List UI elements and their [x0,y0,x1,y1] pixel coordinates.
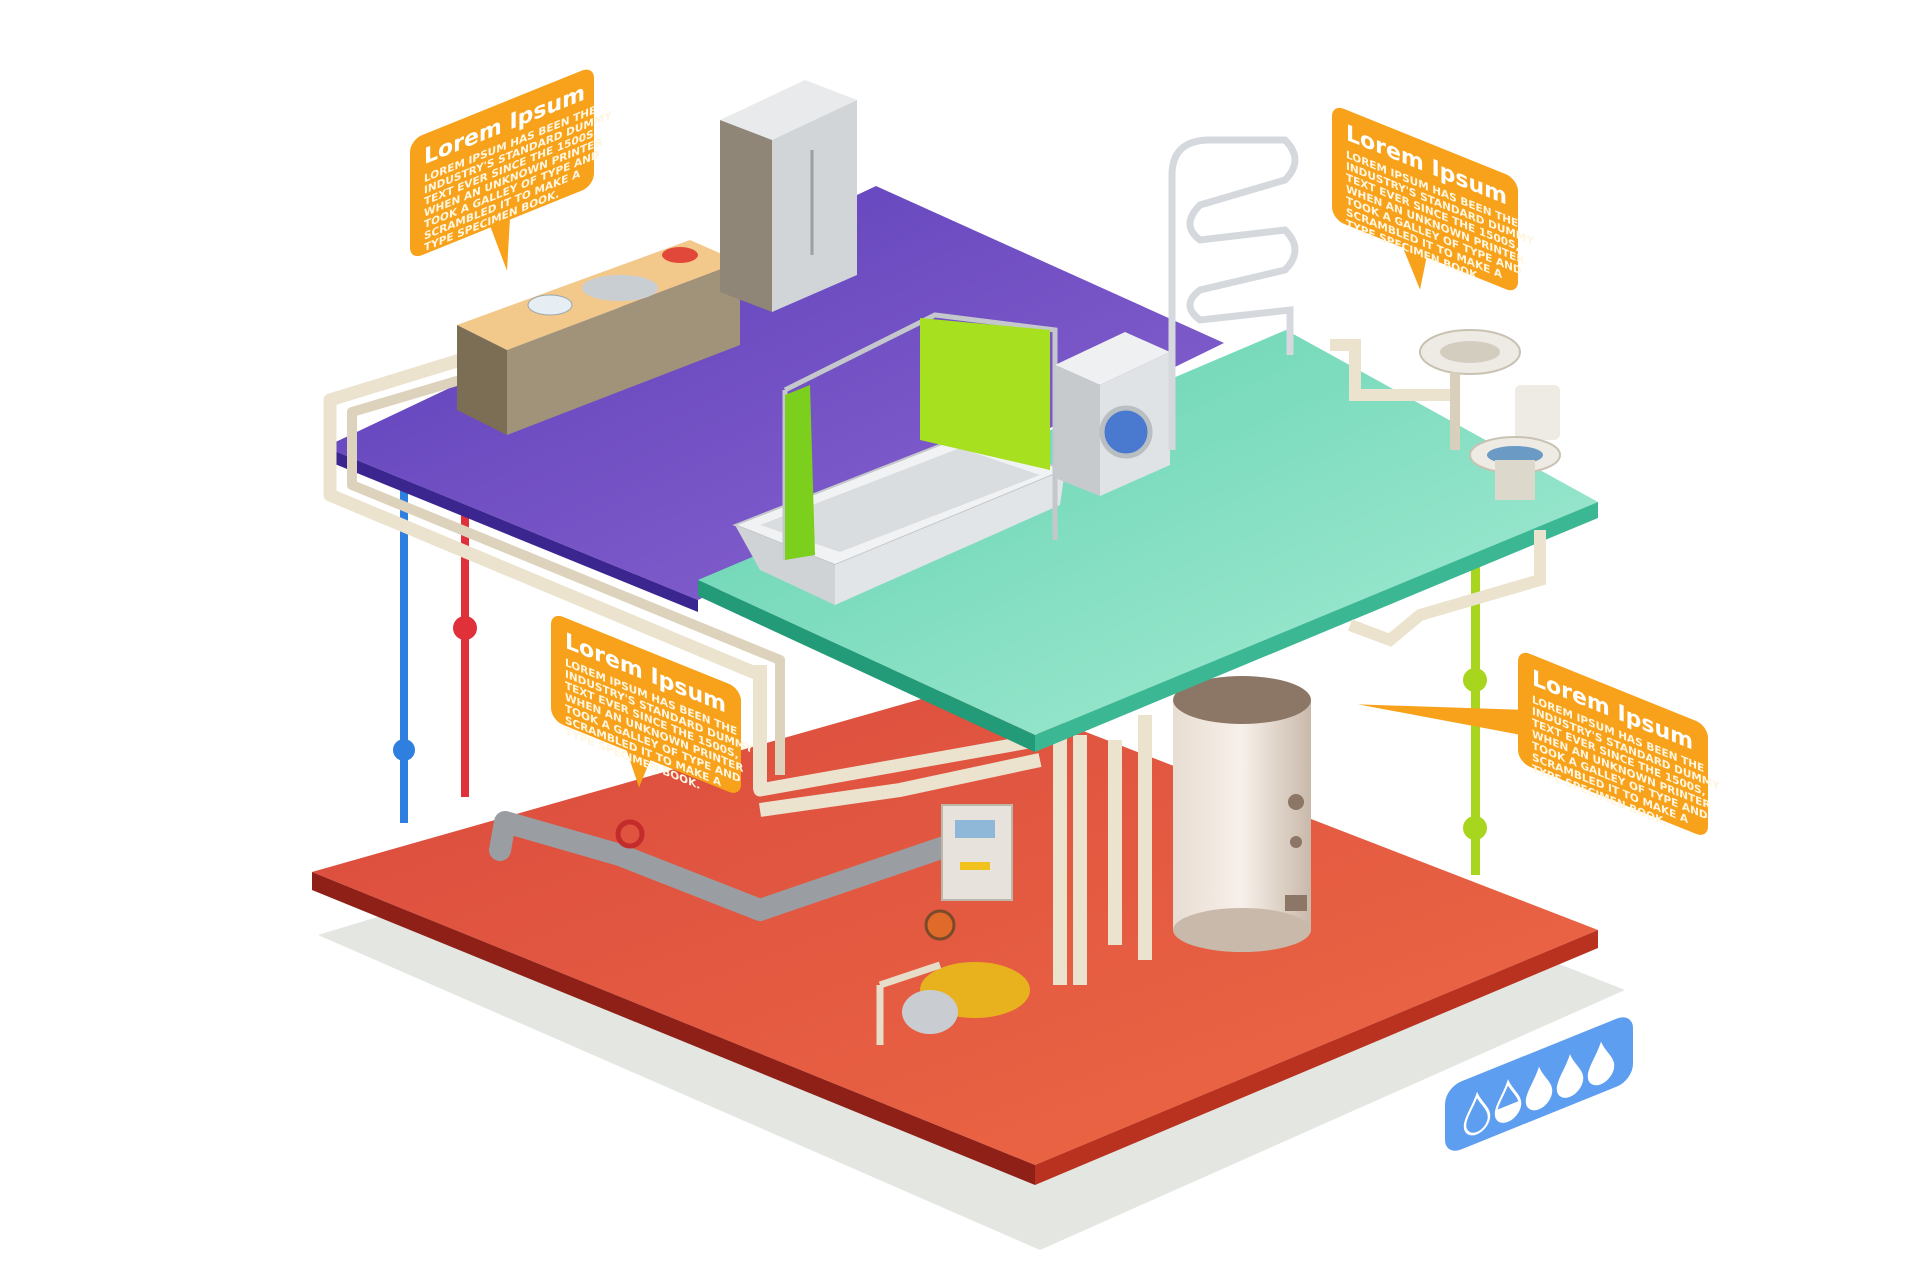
gate-valve-icon [615,819,645,849]
utility-floor-edge-right [1035,930,1598,1185]
water-pump [876,909,1030,1045]
fruit-bowl [662,247,698,263]
water-level-badge [1445,1017,1633,1151]
kitchen-floor-edge [325,447,698,612]
bathroom-floor-edge-right [1035,502,1598,752]
callout-pointer [1402,245,1427,290]
water-drop-icon [1463,1091,1491,1136]
utility-floor-edge-left [312,872,1035,1185]
cold-water-valve [393,739,415,761]
cold-water-pipe [400,488,408,823]
bathtub [732,312,1068,605]
control-box-display [955,820,995,838]
hot-water-pipe [461,512,469,797]
hot-water-valve [453,616,477,640]
callout-pointer [490,217,510,271]
plate-stack [527,294,573,316]
control-box [941,804,1013,901]
toilet [1469,385,1561,500]
washing-machine [1055,332,1170,496]
bathroom-floor-edge [698,580,1035,752]
heated-towel-rail [1168,136,1299,450]
kitchen-floor [325,186,1224,612]
drain-valve-lower [1463,816,1487,840]
kitchen-counter [457,240,740,435]
callout-bubble [410,69,594,257]
callout-bubble [1332,107,1518,291]
refrigerator [720,80,857,312]
callout-pointer [626,748,651,788]
shower-curtain-left [785,385,815,560]
callout-bubble [551,615,741,793]
drain-valve-upper [1463,668,1487,692]
main-water-pipe [489,811,961,921]
callout-bubble [1518,652,1708,835]
control-box-indicator [960,862,990,870]
bathroom-sink [1419,329,1521,450]
basement-equipment [489,665,1311,1045]
water-heater-tank [1173,676,1311,952]
kitchen-supply-pipe-2 [347,375,785,775]
bathroom-drain-pipe [1330,339,1546,647]
sink-basin [582,275,658,301]
bathroom-floor-top [698,330,1598,735]
bathroom-floor [698,330,1598,752]
kitchen-floor-top [325,186,1224,600]
shower-curtain [920,318,1050,470]
kitchen-supply-pipe [323,353,1042,797]
callout-pointer [1358,704,1520,735]
